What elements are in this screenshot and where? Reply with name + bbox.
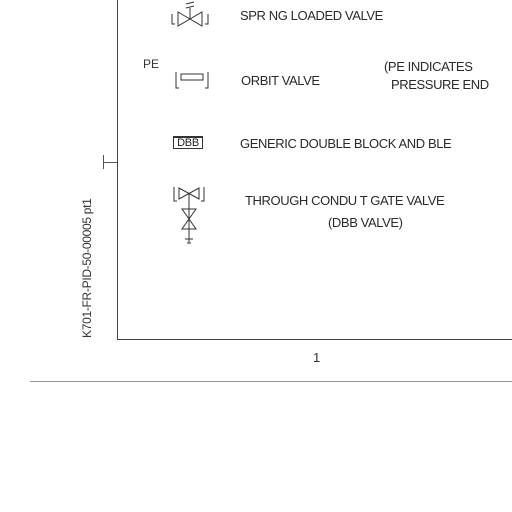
sheet-border-line [30,381,512,382]
reference-tick [103,162,117,163]
spring-loaded-valve-label: SPR NG LOADED VALVE [240,8,383,23]
gate-valve-label-line-2: (DBB VALVE) [328,215,403,230]
zone-number: 1 [313,350,321,365]
gate-valve-label-line-1: THROUGH CONDU T GATE VALVE [245,193,445,208]
drawing-reference-number: K701-FR-PID-50-00005 pt1 [80,198,94,338]
dbb-label: GENERIC DOUBLE BLOCK AND BLE [240,136,452,151]
spring-loaded-valve-icon [171,1,209,27]
pe-note-line-1: (PE INDICATES [384,59,473,74]
pe-note-line-2: PRESSURE END [391,77,489,92]
through-conduit-gate-valve-icon [173,187,205,244]
orbit-valve-icon [175,72,209,89]
dbb-box-icon: DBB [173,136,203,149]
pe-prefix-label: PE [143,57,160,71]
drawing-frame [117,0,512,340]
reference-tick-vertical [103,155,104,169]
orbit-valve-label: ORBIT VALVE [241,73,320,88]
